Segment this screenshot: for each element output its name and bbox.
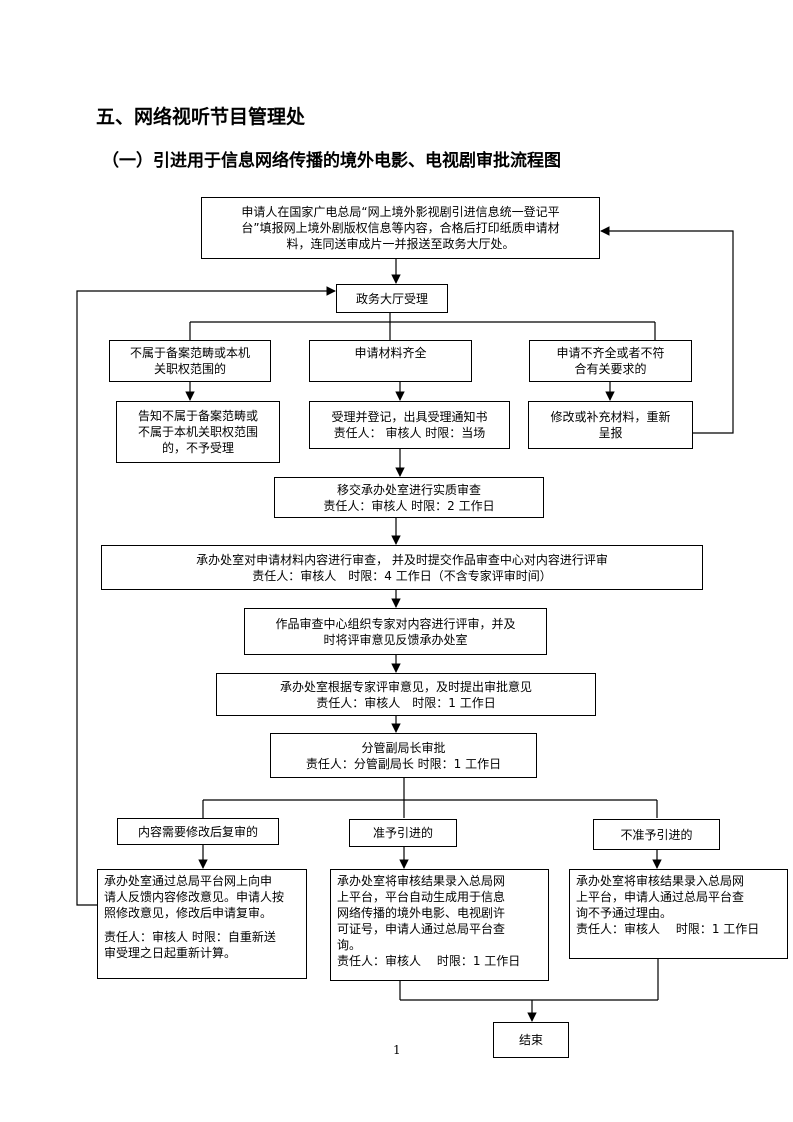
loop-amend-to-apply — [600, 226, 734, 434]
step-dept-review: 承办处室对申请材料内容进行审查， 并及时提交作品审查中心对内容进行评审 责任人：… — [101, 545, 703, 590]
step-center-review: 作品审查中心组织专家对内容进行评审，并及 时将评审意见反馈承办处室 — [244, 608, 547, 655]
detail-revise: 承办处室通过总局平台网上向申 请人反馈内容修改意见。申请人按 照修改意见，修改后… — [97, 869, 307, 979]
step-dept-opinion: 承办处室根据专家评审意见，及时提出审批意见 责任人：审核人 时限：1 工作日 — [216, 673, 596, 716]
step-notify-reject: 告知不属于备案范畴或 不属于本机关职权范围 的，不予受理 — [116, 401, 280, 463]
step-apply: 申请人在国家广电总局“网上境外影视剧引进信息统一登记平 台”填报网上境外剧版权信… — [201, 197, 600, 259]
detail-approve: 承办处室将审核结果录入总局网 上平台，平台自动生成用于信息 网络传播的境外电影、… — [330, 869, 549, 981]
step-accept-register: 受理并登记，出具受理通知书 责任人： 审核人 时限：当场 — [309, 401, 510, 449]
detail-deny: 承办处室将审核结果录入总局网 上平台，申请人通过总局平台查 询不予通过理由。 责… — [569, 869, 788, 959]
branch-materials-complete: 申请材料齐全 — [309, 340, 472, 382]
step-deputy-approval: 分管副局长审批 责任人：分管副局长 时限：1 工作日 — [270, 733, 537, 778]
decision-revise: 内容需要修改后复审的 — [117, 818, 279, 845]
page-title: 五、网络视听节目管理处 — [96, 106, 306, 128]
page-number: 1 — [393, 1043, 401, 1057]
loop-revise-to-hall — [76, 286, 336, 906]
step-transfer-review: 移交承办处室进行实质审查 责任人：审核人 时限：2 工作日 — [274, 477, 544, 518]
decision-deny: 不准予引进的 — [593, 819, 720, 850]
decision-approve: 准予引进的 — [349, 819, 457, 847]
branch-not-in-scope: 不属于备案范畴或本机 关职权范围的 — [109, 340, 271, 382]
step-hall-accept: 政务大厅受理 — [336, 284, 448, 313]
branch-materials-incomplete: 申请不齐全或者不符 合有关要求的 — [529, 340, 692, 382]
step-amend-materials: 修改或补充材料，重新 呈报 — [528, 401, 693, 449]
flowchart-title: （一）引进用于信息网络传播的境外电影、电视剧审批流程图 — [102, 151, 561, 171]
step-end: 结束 — [493, 1022, 569, 1058]
